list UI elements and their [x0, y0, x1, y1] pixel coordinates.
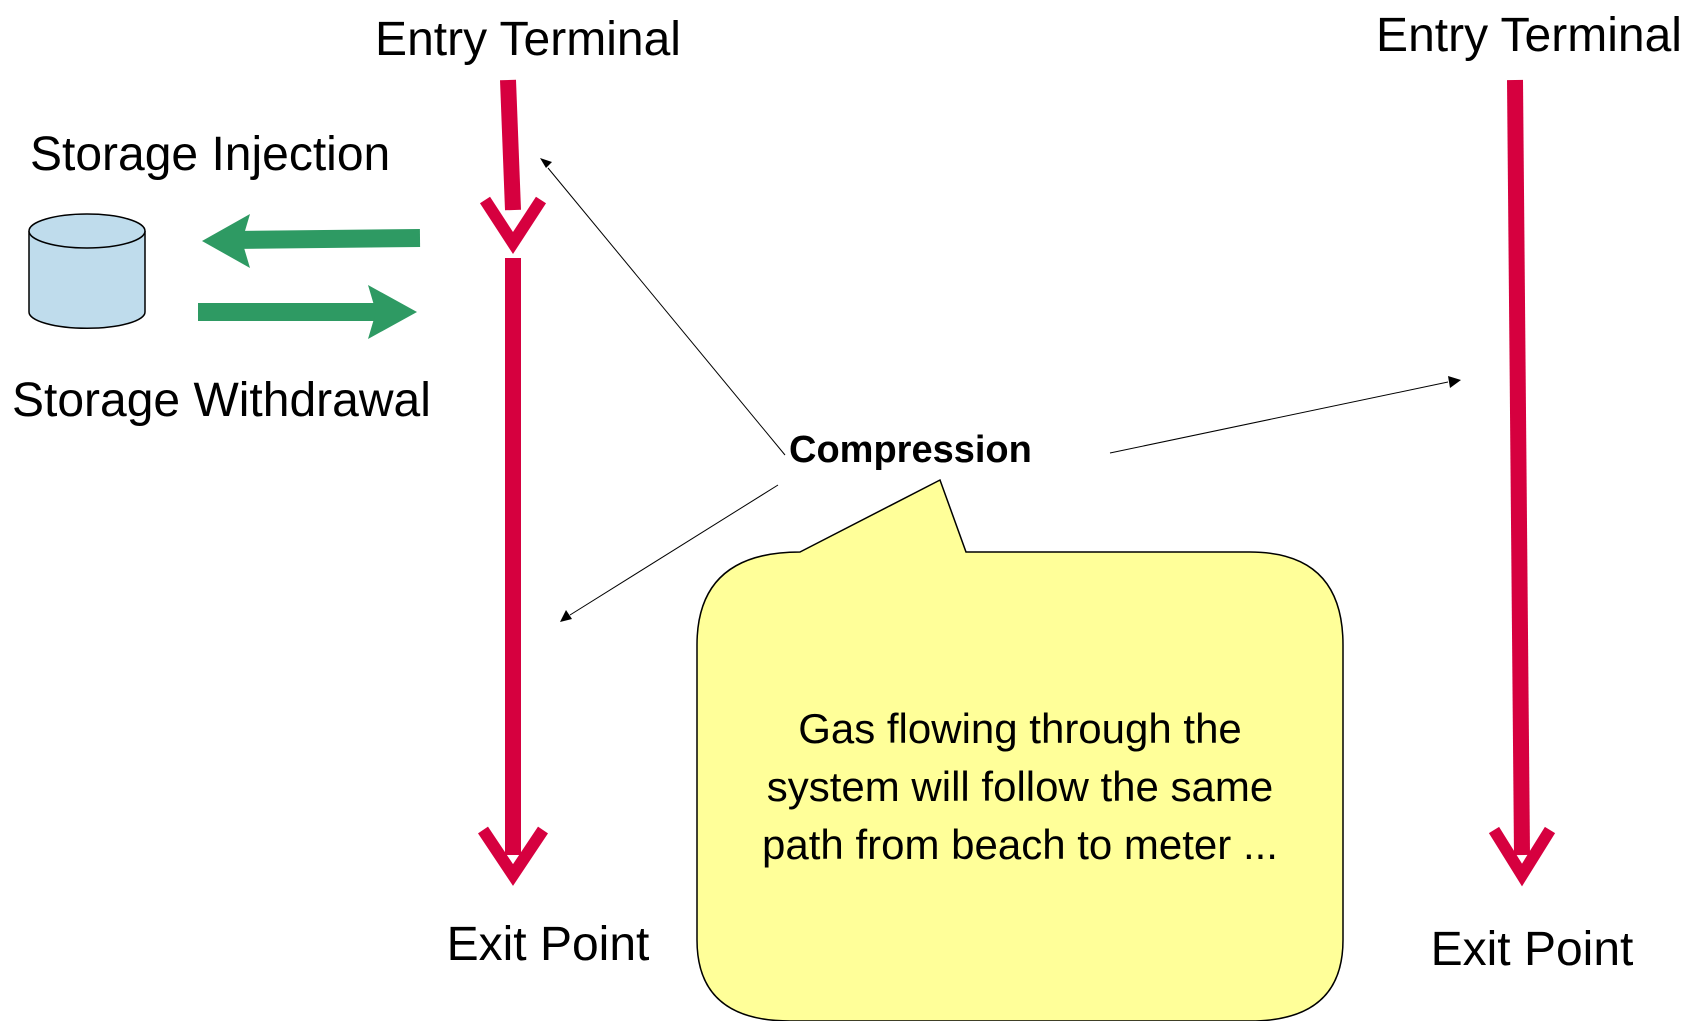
callout-text: Gas flowing through the system will foll…	[700, 700, 1340, 874]
callout-line-3: path from beach to meter ...	[762, 821, 1278, 868]
compression-pointer-lower-left	[560, 484, 779, 622]
exit-point-right-label: Exit Point	[1431, 923, 1634, 976]
storage-tank-icon	[28, 213, 146, 330]
exit-point-left-label: Exit Point	[447, 918, 650, 971]
entry-terminal-left-label: Entry Terminal	[375, 13, 681, 66]
compression-pointer-upper-left	[540, 158, 786, 456]
compression-label: Compression	[789, 429, 1032, 471]
storage-withdrawal-label: Storage Withdrawal	[12, 374, 431, 427]
storage-withdrawal-arrow	[198, 285, 417, 339]
left-exit-arrow	[478, 258, 548, 886]
entry-terminal-right-label: Entry Terminal	[1376, 9, 1682, 62]
storage-injection-arrow	[202, 214, 421, 268]
left-entry-arrow	[479, 79, 547, 254]
callout-line-2: system will follow the same	[766, 763, 1274, 810]
right-pipeline-arrow	[1488, 79, 1556, 887]
callout-line-1: Gas flowing through the	[798, 705, 1242, 752]
storage-injection-label: Storage Injection	[30, 128, 390, 181]
compression-pointer-right	[1109, 376, 1461, 454]
